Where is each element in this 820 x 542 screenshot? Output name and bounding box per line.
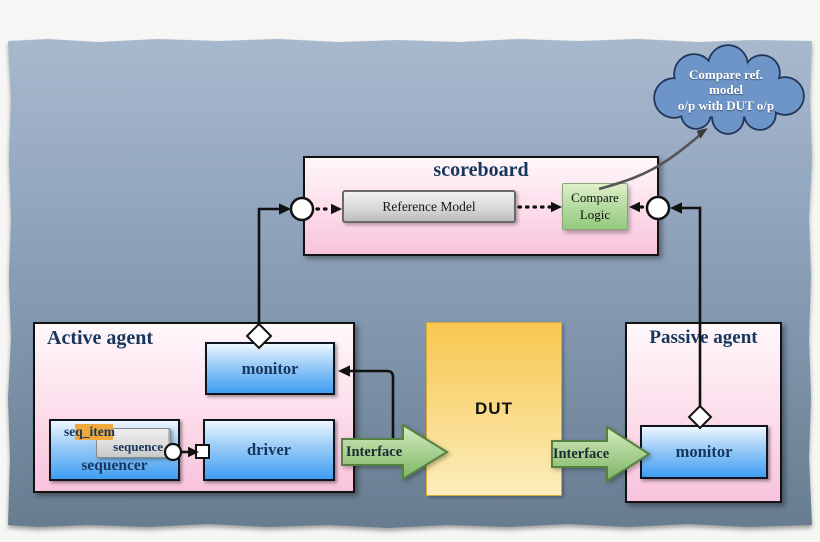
cloud-text-line3: o/p with DUT o/p xyxy=(677,97,775,113)
reference-model-label: Reference Model xyxy=(382,198,476,214)
sequence-label: sequence xyxy=(113,439,163,454)
driver-box: driver xyxy=(203,419,335,481)
interface-left-arrow: Interface xyxy=(341,423,449,481)
active-agent-title: Active agent xyxy=(47,327,154,349)
cloud-text-line1: Compare ref. xyxy=(689,67,763,82)
interface-right-arrow: Interface xyxy=(551,425,651,483)
sequencer-label: sequencer xyxy=(81,457,148,474)
reference-model-box: Reference Model xyxy=(342,190,516,223)
passive-monitor-box: monitor xyxy=(640,425,768,479)
driver-label: driver xyxy=(247,440,291,459)
interface-left-label: Interface xyxy=(345,443,403,460)
cloud-text: Compare ref. model o/p with DUT o/p xyxy=(642,50,810,130)
dut-box: DUT xyxy=(426,322,562,496)
cloud-text-line2: model xyxy=(709,82,743,98)
block-arrow-right-icon xyxy=(551,425,651,483)
compare-logic-label: Compare Logic xyxy=(571,190,619,222)
compare-logic-box: Compare Logic xyxy=(562,183,628,230)
scoreboard-title: scoreboard xyxy=(433,159,529,181)
passive-agent-title: Passive agent xyxy=(649,327,758,348)
interface-right-label: Interface xyxy=(552,445,610,462)
compare-note-cloud: Compare ref. model o/p with DUT o/p xyxy=(642,44,810,136)
active-monitor-box: monitor xyxy=(205,342,335,395)
dut-label: DUT xyxy=(475,399,513,418)
passive-monitor-label: monitor xyxy=(675,442,733,461)
seq-item-label: seq_item xyxy=(62,424,117,440)
active-monitor-label: monitor xyxy=(241,358,299,378)
cloud-icon xyxy=(653,44,805,135)
block-arrow-right-icon xyxy=(341,423,449,481)
